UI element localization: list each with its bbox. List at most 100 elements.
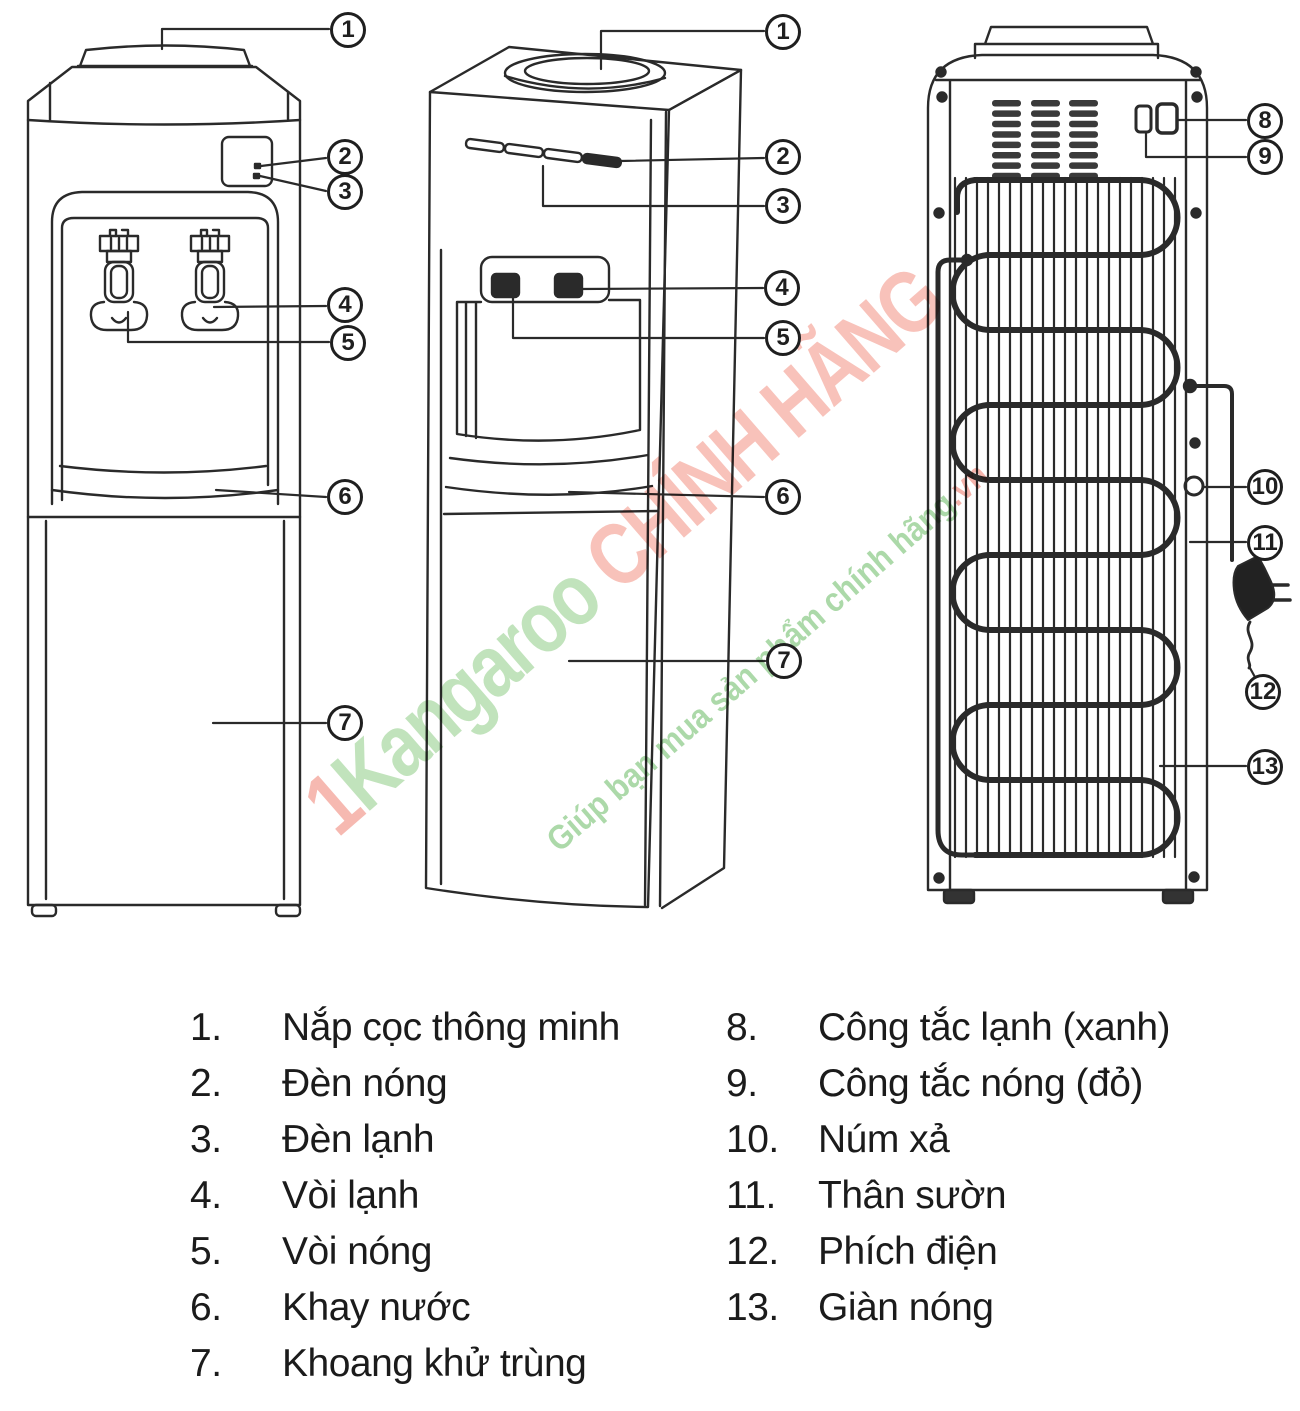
callout-middle-4: 4 [764, 270, 800, 306]
vent-slat [992, 120, 1021, 128]
legend-label: Núm xả [818, 1118, 950, 1161]
vent-slat [992, 152, 1021, 159]
legend-number: 6. [190, 1286, 222, 1329]
callout-front-4: 4 [327, 287, 363, 323]
drain-knob [1183, 475, 1205, 497]
control-panel [220, 135, 274, 188]
cold-lamp-dot [252, 172, 261, 180]
condenser-coil [949, 177, 1181, 858]
callout-middle-6: 6 [765, 479, 801, 515]
legend-number: 2. [190, 1062, 222, 1105]
legend-number: 13. [726, 1286, 779, 1329]
legend-label: Phích điện [818, 1230, 998, 1273]
frame-tube [1188, 384, 1234, 562]
callout-front-7: 7 [327, 705, 363, 741]
cabinet-top-band [26, 81, 302, 126]
drip-tray [50, 464, 280, 500]
callout-front-2: 2 [327, 139, 363, 175]
legend-number: 12. [726, 1230, 779, 1273]
vent-slat [1031, 110, 1060, 117]
hot-faucet [89, 228, 149, 332]
cold-switch [1134, 104, 1153, 134]
legend-number: 5. [190, 1230, 222, 1273]
leader-lines [126, 27, 1258, 768]
vent-slat [992, 110, 1021, 117]
top-face [428, 45, 743, 112]
rear-body [926, 53, 1209, 892]
vent-slat [1069, 110, 1098, 117]
plug-prongs [1270, 583, 1292, 602]
foot [1161, 888, 1195, 905]
callout-front-6: 6 [327, 479, 363, 515]
callout-rear-8: 8 [1247, 103, 1283, 139]
door-divider [442, 509, 660, 516]
panel-slats [464, 137, 623, 169]
legend-number: 10. [726, 1118, 779, 1161]
hot-switch [1155, 102, 1179, 135]
tray-ledge [444, 453, 654, 496]
legend-item: 7.Khoang khử trùng [190, 1336, 620, 1392]
legend-label: Vòi lạnh [282, 1174, 419, 1217]
rear-cap [973, 25, 1160, 60]
vent-slat [1069, 120, 1098, 128]
legend-item: 2. Đèn nóng [190, 1056, 620, 1112]
foot [274, 903, 302, 918]
bottle-collar-inner [523, 56, 651, 86]
vent-slat [992, 131, 1021, 138]
vent-slat [1031, 131, 1060, 138]
legend-number: 7. [190, 1342, 222, 1385]
vent-slat [992, 141, 1021, 149]
dispense-recess-outer [50, 190, 280, 506]
bottle-collar-outer [503, 52, 667, 94]
callout-middle-1: 1 [765, 14, 801, 50]
legend-item: 9. Công tắc nóng (đỏ) [726, 1056, 1170, 1112]
hot-lamp-dot [253, 162, 262, 170]
callout-middle-2: 2 [765, 139, 801, 175]
legend-item: 13.Giàn nóng [726, 1280, 1170, 1336]
coil-inlet-hook [954, 177, 978, 215]
front-view-drawing [26, 44, 302, 918]
vent-slat [1031, 152, 1060, 159]
front-right-seam [643, 110, 668, 908]
power-cord [1246, 620, 1254, 670]
legend-item: 8.Công tắc lạnh (xanh) [726, 1000, 1171, 1056]
vent-slat [1069, 100, 1098, 107]
vent-slat [1069, 152, 1098, 159]
vent-slat [1069, 141, 1098, 149]
legend-number: 11. [726, 1174, 776, 1217]
faucet-mount-bar [479, 255, 611, 304]
coil-return-tube [935, 257, 978, 858]
vent-slat [1069, 131, 1098, 138]
legend-label: Đèn lạnh [282, 1118, 435, 1161]
callout-rear-12: 12 [1245, 674, 1281, 710]
side-face [660, 68, 743, 910]
legend-label: Công tắc nóng (đỏ) [818, 1062, 1143, 1105]
condenser-wires [953, 176, 1177, 859]
legend-right-column: 8.Công tắc lạnh (xanh) 9. Công tắc nóng (… [726, 1000, 1171, 1336]
cabinet-outline [26, 65, 302, 907]
rear-view-drawing [926, 25, 1292, 905]
legend-label: Nắp cọc thông minh [282, 1006, 620, 1049]
dispense-recess-inner [60, 216, 270, 502]
callout-middle-7: 7 [766, 643, 802, 679]
legend-label: Vòi nóng [282, 1230, 432, 1273]
foot [942, 888, 976, 905]
legend-label: Đèn nóng [282, 1062, 448, 1105]
legend-label: Thân sườn [818, 1174, 1007, 1217]
legend-label: Công tắc lạnh (xanh) [818, 1006, 1171, 1049]
legend-number: 1. [190, 1006, 222, 1049]
vent-slat [992, 162, 1021, 169]
legend-number: 9. [726, 1062, 758, 1105]
legend-item: 4. Vòi lạnh [190, 1168, 620, 1224]
bottle-collar-rim [503, 74, 667, 90]
legend-left-column: 1.Nắp cọc thông minh 2.Đèn nóng 3.Đèn lạ… [190, 1000, 620, 1392]
legend-number: 4. [190, 1174, 222, 1217]
callout-front-3: 3 [327, 174, 363, 210]
vent-slat [1031, 141, 1060, 149]
vent-slat [1069, 162, 1098, 169]
vent-slat [1031, 120, 1060, 128]
legend-item: 12. Phích điện [726, 1224, 1170, 1280]
top-cap [76, 44, 254, 68]
